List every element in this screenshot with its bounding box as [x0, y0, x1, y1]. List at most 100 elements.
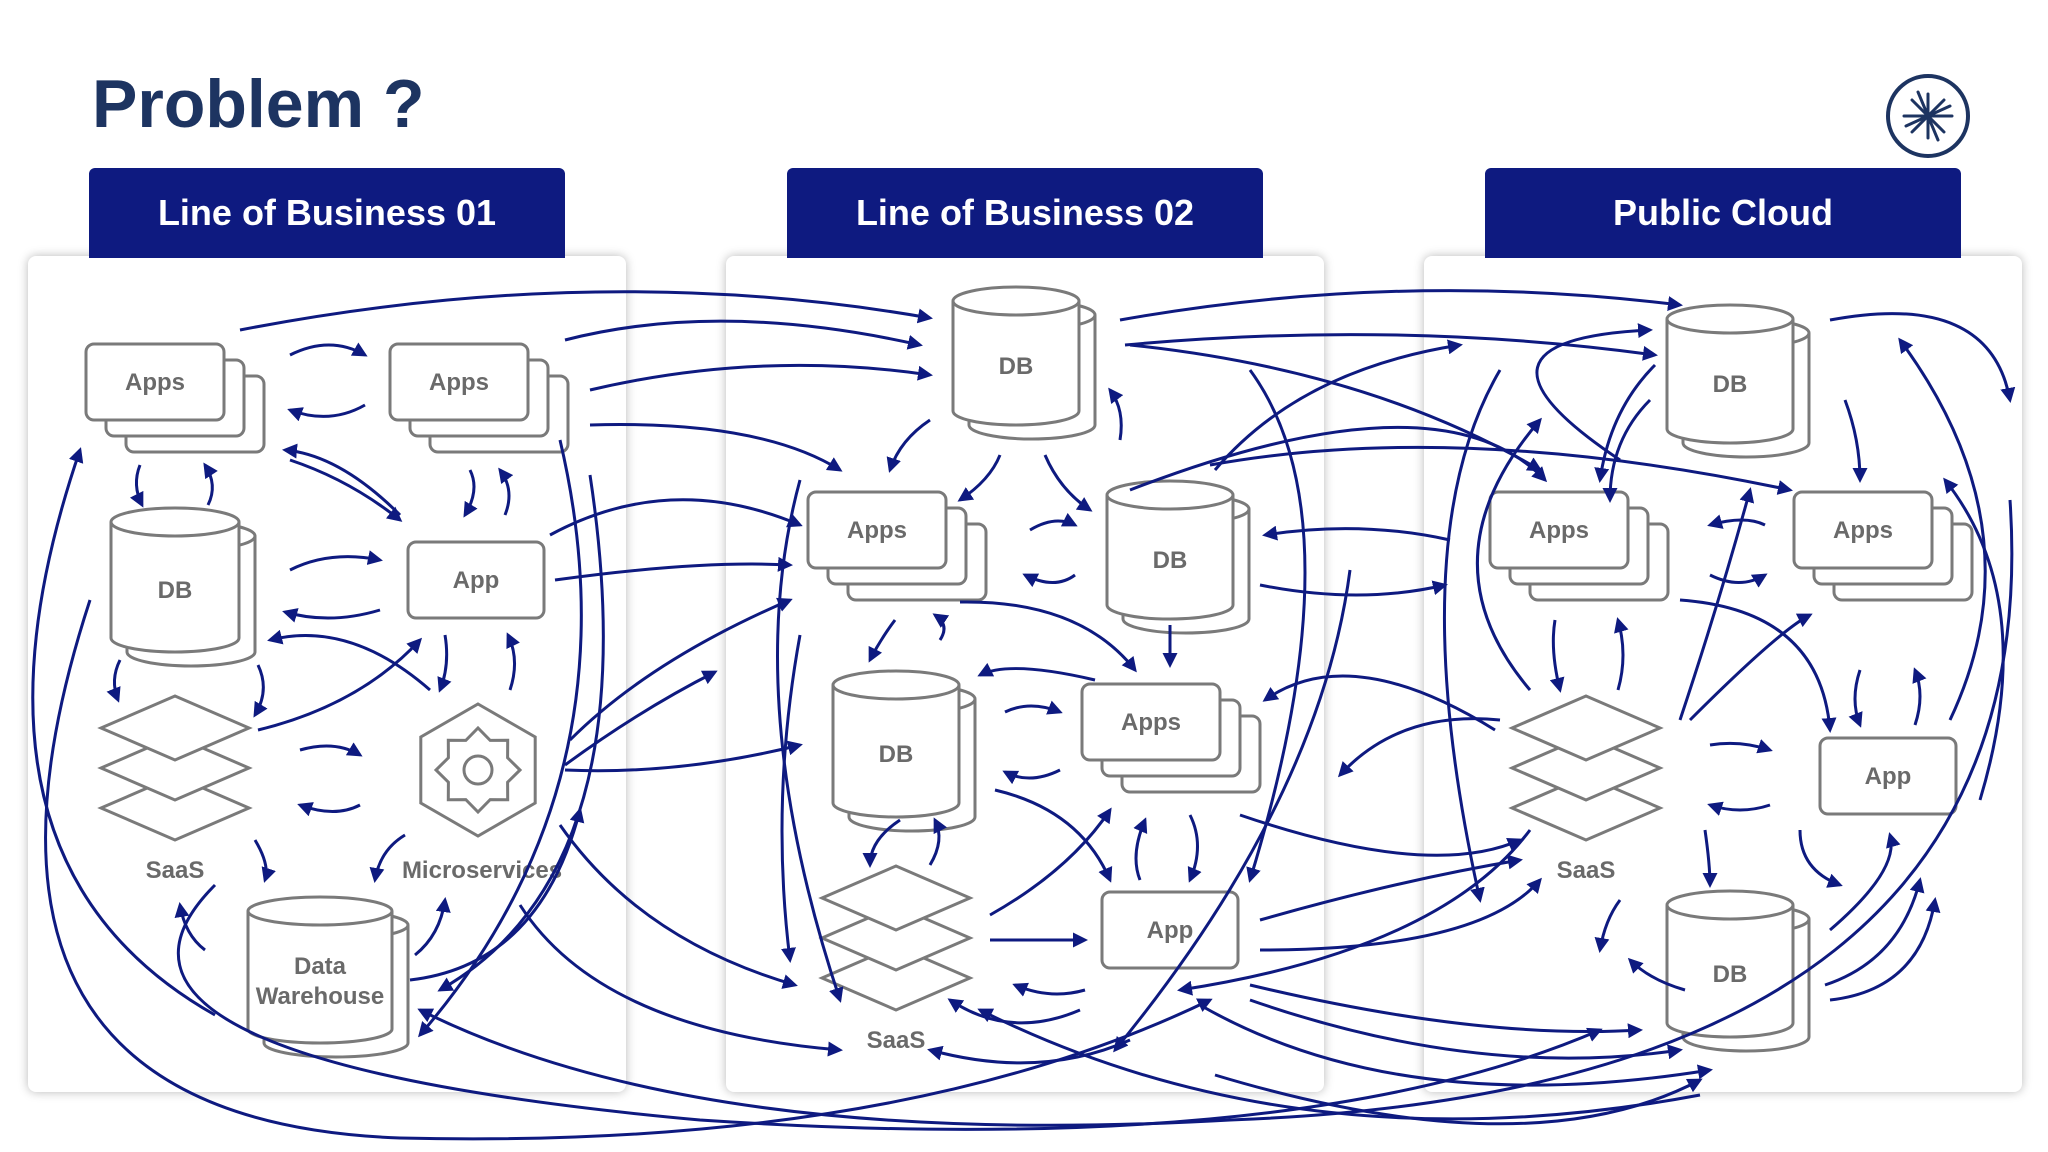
lob2-db-left-label: DB	[879, 741, 914, 768]
lob1-data-warehouse-label-1: Data	[294, 953, 347, 980]
lob2-apps-b-label: Apps	[1121, 709, 1181, 736]
connection-arrow	[174, 902, 206, 952]
connection-arrow	[176, 883, 1603, 1131]
connection-arrow	[299, 742, 363, 757]
cloud-apps-b: Apps	[1792, 490, 1974, 602]
connection-arrow	[1594, 899, 1622, 953]
lob1-apps-a-label: Apps	[125, 369, 185, 396]
connection-arrow	[1262, 674, 1496, 732]
connection-arrow	[564, 670, 718, 767]
lob2-saas-label: SaaS	[867, 1027, 926, 1054]
connection-arrow	[1475, 417, 1542, 691]
connection-arrow	[414, 897, 451, 957]
lob1-apps-b: Apps	[388, 342, 570, 454]
connection-arrow	[780, 634, 802, 963]
cloud-apps-a-label: Apps	[1529, 517, 1589, 544]
connection-arrow	[409, 807, 585, 982]
connection-arrow	[282, 443, 402, 517]
header-line-of-business-01: Line of Business 01	[89, 168, 565, 258]
connection-arrow	[1004, 700, 1063, 715]
connection-arrow	[564, 740, 803, 773]
lob1-db: DB	[109, 506, 257, 668]
connection-arrow	[289, 342, 368, 357]
lob1-app-label: App	[453, 567, 500, 594]
connection-arrow	[289, 458, 403, 522]
connection-arrow	[1199, 1003, 1713, 1087]
connection-arrow	[1043, 454, 1093, 512]
lob2-db-top: DB	[951, 285, 1097, 441]
arrows-layer	[31, 289, 2016, 1141]
connection-arrow	[554, 556, 793, 582]
cloud-db-top-label: DB	[1713, 371, 1748, 398]
connection-arrow	[928, 817, 948, 866]
connection-arrow	[1337, 717, 1501, 778]
connection-arrow	[129, 464, 144, 508]
connection-arrow	[1798, 829, 1843, 888]
connection-arrow	[1177, 829, 1532, 996]
lob1-microservices-label: Microservices	[402, 857, 562, 884]
connection-arrow	[568, 597, 793, 742]
connection-arrow	[977, 1008, 1701, 1121]
connection-arrow	[1829, 832, 1901, 932]
connection-arrow	[1124, 333, 1658, 361]
connection-arrow	[1262, 525, 1451, 542]
connection-arrow	[506, 632, 520, 691]
connection-arrow	[1824, 877, 1925, 987]
connection-arrow	[1678, 487, 1755, 721]
connection-arrow	[1602, 398, 1652, 503]
connection-arrow	[1898, 337, 1987, 721]
connection-arrow	[1113, 569, 1352, 1053]
connection-arrow	[1709, 573, 1768, 588]
connection-arrow	[1249, 998, 1683, 1060]
connection-arrow	[1688, 613, 1813, 722]
connection-arrow	[1707, 801, 1771, 816]
connection-arrow	[282, 608, 381, 623]
cloud-saas: SaaS	[1508, 694, 1664, 884]
lob1-app: App	[406, 540, 546, 620]
connection-arrow	[1594, 363, 1657, 483]
connection-arrow	[1709, 739, 1773, 754]
connection-arrow	[1679, 598, 1837, 733]
connection-arrow	[549, 498, 803, 537]
connection-arrow	[989, 807, 1112, 917]
connection-arrow	[437, 474, 605, 992]
lob2-app: App	[1100, 890, 1240, 970]
connection-arrow	[886, 418, 931, 473]
connection-arrow	[1213, 339, 1463, 471]
starburst-logo-icon	[1886, 74, 1970, 158]
connection-arrow	[1627, 957, 1686, 992]
cloud-apps-b-label: Apps	[1833, 517, 1893, 544]
header-public-cloud: Public Cloud	[1485, 168, 1961, 258]
connection-arrow	[369, 833, 406, 883]
connection-arrow	[1259, 854, 1523, 922]
connection-arrow	[1214, 1073, 1703, 1126]
connection-arrow	[518, 904, 843, 1057]
connection-arrow	[1029, 512, 1078, 532]
connection-arrow	[776, 479, 844, 1003]
lob2-db-mid: DB	[1105, 479, 1251, 635]
lob2-apps-label: Apps	[847, 517, 907, 544]
cloud-db-top: DB	[1665, 303, 1811, 459]
cloud-app: App	[1818, 736, 1958, 816]
connection-arrow	[239, 290, 933, 332]
connection-arrow	[1259, 877, 1542, 952]
connection-arrow	[1707, 514, 1766, 529]
connection-arrow	[297, 802, 361, 817]
connection-arrow	[868, 619, 897, 663]
lob2-apps-b: Apps	[1080, 682, 1262, 794]
connection-arrow	[1002, 768, 1061, 785]
connection-arrow	[932, 613, 950, 641]
lob2-db-top-label: DB	[999, 353, 1034, 380]
lob2-saas: SaaS	[818, 864, 974, 1054]
cloud-apps-a: Apps	[1488, 490, 1670, 602]
connection-arrow	[862, 818, 901, 868]
connection-arrow	[947, 998, 1081, 1025]
lob1-microservices: Microservices	[402, 702, 562, 884]
lob2-db-mid-label: DB	[1153, 547, 1188, 574]
lob2-app-label: App	[1147, 917, 1194, 944]
lob1-db-label: DB	[158, 577, 193, 604]
connection-arrow	[957, 454, 1002, 502]
connection-arrow	[1829, 897, 1941, 1002]
cloud-saas-label: SaaS	[1557, 857, 1616, 884]
